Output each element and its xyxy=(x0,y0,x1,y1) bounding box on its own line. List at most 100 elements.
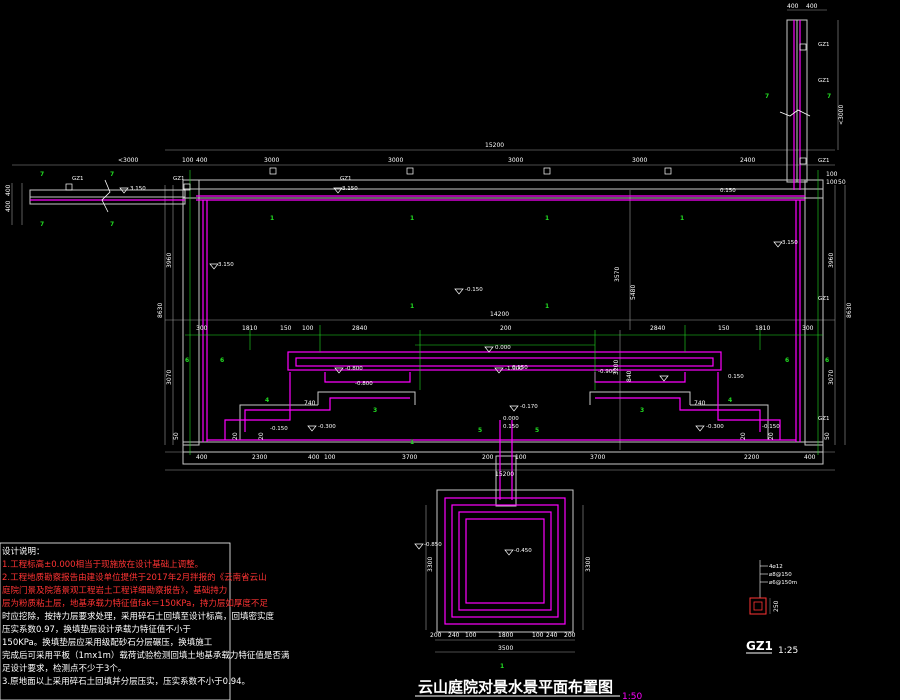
drawing-title: 云山庭院对景水景平面布置图 xyxy=(418,678,613,696)
level-5: 0.000 xyxy=(495,345,511,351)
level-4: -0.150 xyxy=(465,287,483,293)
dim-rt-2: <3000 xyxy=(838,105,845,125)
dim-pool-2: 100 xyxy=(465,632,477,639)
dim-mid-9: 300 xyxy=(802,325,814,332)
dim-small-5: 20 xyxy=(768,432,775,440)
section-4: 7 xyxy=(110,171,114,178)
dim-small-4: 20 xyxy=(740,432,747,440)
dim-top-7: 2400 xyxy=(740,157,755,164)
dim-rv-2: 3070 xyxy=(828,370,835,385)
notes-line-4: 时应挖除，按持力层要求处理，采用碎石土回填至设计标高，回填密实度 xyxy=(2,611,275,622)
gz1-rebar-2: ⌀8@150 xyxy=(769,572,792,578)
dim-bot-6: 100 xyxy=(515,454,527,461)
dim-pool-0: 200 xyxy=(430,632,442,639)
dim-small-2: 20 xyxy=(232,432,239,440)
dim-pool-6: 200 xyxy=(564,632,576,639)
level-triangles xyxy=(119,187,783,556)
water-lines xyxy=(30,20,805,625)
notes-line-2: 庭院门景及院落景观工程岩土工程详细勘察报告》，基础持力 xyxy=(2,585,227,596)
dim-small-7: 50 xyxy=(824,432,831,440)
gz-label-1: GZ1 xyxy=(173,176,185,182)
dim-pool-3: 1800 xyxy=(498,632,513,639)
section-7: 1 xyxy=(410,215,414,222)
dim-mid-1: 1810 xyxy=(242,325,257,332)
design-notes: 设计说明： 1.工程标高±0.000相当于现施放在设计基础上调整。 2.工程地质… xyxy=(0,542,290,700)
dim-left-0: 400 xyxy=(5,184,12,196)
break-line-left xyxy=(101,179,111,213)
dim-mid-8: 1810 xyxy=(755,325,770,332)
dim-mid-6: 2840 xyxy=(650,325,665,332)
section-1: 7 xyxy=(40,221,44,228)
section-19: 4 xyxy=(265,397,269,404)
gz-label-5: GZ1 xyxy=(818,158,830,164)
level-8: -1.000 xyxy=(505,366,523,372)
drawing-scale: 1:50 xyxy=(622,692,642,700)
section-23: 1 xyxy=(410,439,414,446)
dim-top-total: 15200 xyxy=(485,142,504,149)
section-3: 7 xyxy=(827,93,831,100)
gz1-scale: 1:25 xyxy=(778,646,798,656)
dim-small-1: 740 xyxy=(694,400,706,407)
dim-bot-1: 2300 xyxy=(252,454,267,461)
section-15: 6 xyxy=(185,357,189,364)
level-15: -0.300 xyxy=(318,424,336,430)
dim-small-0: 740 xyxy=(304,400,316,407)
section-0: 7 xyxy=(40,171,44,178)
dim-mid-4: 2840 xyxy=(352,325,367,332)
level-7: -0.800 xyxy=(355,381,373,387)
section-5: 7 xyxy=(110,221,114,228)
level-1: 3.150 xyxy=(342,186,358,192)
section-21: 3 xyxy=(373,407,377,414)
dim-mid-3: 100 xyxy=(302,325,314,332)
gz1-dim: 250 xyxy=(773,600,780,612)
section-6: 1 xyxy=(270,215,274,222)
section-22: 3 xyxy=(640,407,644,414)
section-20: 4 xyxy=(728,397,732,404)
gz-label-6: GZ1 xyxy=(818,296,830,302)
level-10: 0.150 xyxy=(728,374,744,380)
dim-small-6: 50 xyxy=(173,432,180,440)
section-10: 1 xyxy=(410,303,414,310)
dim-rv-0: 3960 xyxy=(828,253,835,268)
dim-top-9: 100 xyxy=(826,179,838,186)
dim-mid-0: 300 xyxy=(196,325,208,332)
level-2: 3.150 xyxy=(218,262,234,268)
dim-mid-2: 150 xyxy=(280,325,292,332)
notes-line-9: 3.原地面以上采用碎石土回填并分层压实，压实系数不小于0.94。 xyxy=(2,676,250,687)
dim-top-1: 100 xyxy=(182,157,194,164)
level-3: 3.150 xyxy=(782,240,798,246)
dim-pool-1: 240 xyxy=(448,632,460,639)
level-13: 0.150 xyxy=(503,424,519,430)
gz1-detail: 4⌀12 ⌀8@150 ⌀6@150m 250 GZ1 1:25 xyxy=(746,560,798,656)
notes-line-3: 层为粉质粘土层，地基承载力特征值fak＝150KPa，持力层如厚度不足 xyxy=(2,598,268,609)
section-17: 6 xyxy=(785,357,789,364)
section-2: 7 xyxy=(765,93,769,100)
dim-top-5: 3000 xyxy=(508,157,523,164)
level-14: -0.150 xyxy=(270,426,288,432)
gz1-label: GZ1 xyxy=(746,639,773,653)
dim-mid-7: 150 xyxy=(718,325,730,332)
dim-cv-2: 840 xyxy=(626,370,633,382)
dim-bot-3: 100 xyxy=(324,454,336,461)
notes-line-6: 150KPa。换填垫层应采用级配砂石分层碾压，换填施工 xyxy=(2,637,213,648)
dim-small-3: 20 xyxy=(258,432,265,440)
dim-pool-4: 100 xyxy=(532,632,544,639)
level-21: 0.150 xyxy=(720,188,736,194)
grid-lines xyxy=(185,170,823,455)
column-markers xyxy=(65,43,807,191)
gz-label-3: GZ1 xyxy=(818,42,830,48)
dim-bot-9: 400 xyxy=(804,454,816,461)
level-16: -0.300 xyxy=(706,424,724,430)
break-line-right xyxy=(779,109,811,117)
dim-rt-0: 400 xyxy=(787,3,799,10)
gz-label-0: GZ1 xyxy=(72,176,84,182)
dim-cv-1: 5480 xyxy=(630,285,637,300)
notes-line-8: 足设计要求，检测点不少于3个。 xyxy=(2,663,126,674)
dim-bot-total: 15200 xyxy=(495,471,514,478)
dim-lv-2: 3070 xyxy=(166,370,173,385)
section-12: 1 xyxy=(500,663,504,670)
notes-line-5: 压实系数0.97，换填垫层设计承载力特征值不小于 xyxy=(2,624,191,635)
dim-bot-0: 400 xyxy=(196,454,208,461)
dim-mid-total: 14200 xyxy=(490,311,509,318)
